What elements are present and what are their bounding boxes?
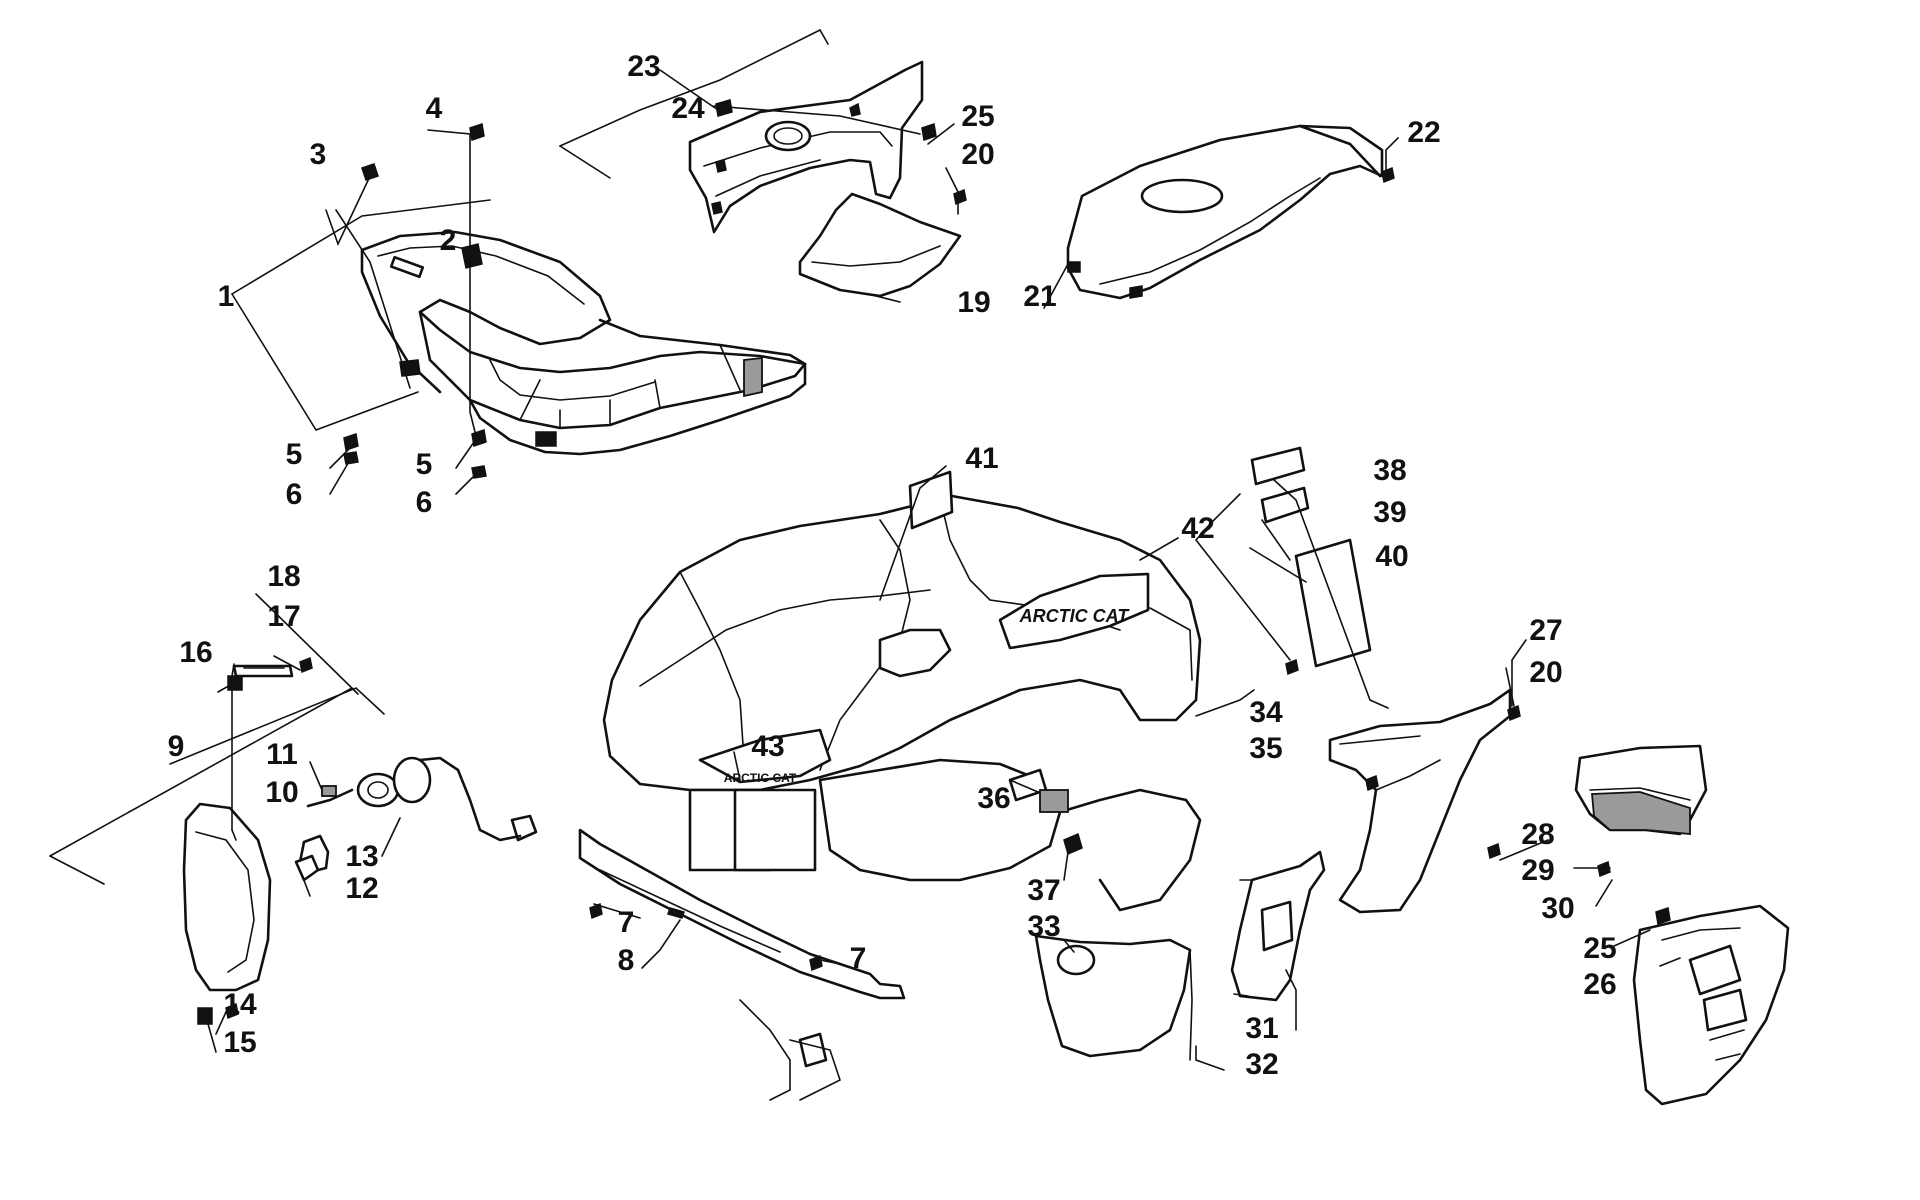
decal-40 bbox=[1294, 538, 1372, 668]
rear-fender bbox=[1066, 124, 1384, 300]
callout-22: 22 bbox=[1407, 116, 1440, 149]
callout-24: 24 bbox=[671, 92, 705, 125]
decal-sheets bbox=[908, 446, 1372, 668]
callout-2: 2 bbox=[440, 224, 457, 257]
callout-39: 39 bbox=[1373, 496, 1406, 529]
callout-9: 9 bbox=[168, 730, 185, 763]
callout-14: 14 bbox=[223, 988, 257, 1021]
callout-32: 32 bbox=[1245, 1048, 1278, 1081]
front-bumper-bar bbox=[578, 828, 906, 1101]
callout-12: 12 bbox=[345, 872, 378, 905]
decal-38 bbox=[1250, 446, 1306, 486]
callout-1: 1 bbox=[218, 280, 235, 313]
callout-37: 37 bbox=[1027, 874, 1060, 907]
callout-35: 35 bbox=[1249, 732, 1282, 765]
callout-3: 3 bbox=[310, 138, 327, 171]
callout-27: 27 bbox=[1529, 614, 1562, 647]
callout-23: 23 bbox=[627, 50, 660, 83]
leader-lines bbox=[49, 29, 1681, 1071]
callout-25-right: 25 bbox=[1583, 932, 1616, 965]
grille-badge-text: ARCTIC CAT bbox=[724, 771, 797, 785]
callout-15: 15 bbox=[223, 1026, 256, 1059]
callout-7-right: 7 bbox=[850, 942, 867, 975]
callout-10: 10 bbox=[265, 776, 298, 809]
callout-8: 8 bbox=[618, 944, 635, 977]
callout-29: 29 bbox=[1521, 854, 1554, 887]
callout-41: 41 bbox=[965, 442, 998, 475]
callout-5-right: 5 bbox=[416, 448, 433, 481]
fender-insert-panel bbox=[798, 192, 962, 298]
callout-19: 19 bbox=[957, 286, 990, 319]
callout-36: 36 bbox=[977, 782, 1010, 815]
callout-11: 11 bbox=[266, 738, 298, 771]
callout-25-top: 25 bbox=[961, 100, 994, 133]
callout-20-top: 20 bbox=[961, 138, 994, 171]
grille-right bbox=[733, 788, 817, 872]
callout-4: 4 bbox=[426, 92, 443, 125]
fasteners bbox=[225, 99, 1671, 1020]
callout-30: 30 bbox=[1541, 892, 1574, 925]
headlight-assembly bbox=[182, 664, 538, 1025]
side-cover-panel bbox=[1574, 744, 1708, 836]
callout-42: 42 bbox=[1181, 512, 1214, 545]
callout-18: 18 bbox=[267, 560, 300, 593]
footwell-panel bbox=[1632, 904, 1790, 1106]
callout-34: 34 bbox=[1249, 696, 1283, 729]
callout-31: 31 bbox=[1245, 1012, 1278, 1045]
callout-labels: 1 2 3 4 5 5 6 6 7 7 8 9 10 11 12 13 14 1… bbox=[168, 50, 1617, 1081]
callout-13: 13 bbox=[345, 840, 378, 873]
front-body-panel: ARCTIC CAT ARCTIC CAT bbox=[602, 494, 1202, 912]
decal-brand-text: ARCTIC CAT bbox=[1019, 606, 1131, 626]
callout-28: 28 bbox=[1521, 818, 1554, 851]
callout-26: 26 bbox=[1583, 968, 1616, 1001]
callout-6-left: 6 bbox=[286, 478, 303, 511]
callout-16: 16 bbox=[179, 636, 212, 669]
lower-splash-panel bbox=[1034, 934, 1193, 1061]
callout-33: 33 bbox=[1027, 910, 1060, 943]
callout-5-left: 5 bbox=[286, 438, 303, 471]
callout-6-right: 6 bbox=[416, 486, 433, 519]
callout-7-left: 7 bbox=[618, 906, 635, 939]
front-fender-left bbox=[688, 60, 924, 234]
right-side-panel bbox=[1328, 688, 1512, 914]
center-shield-bracket bbox=[1230, 850, 1326, 1002]
callout-21: 21 bbox=[1023, 280, 1056, 313]
callout-20-right: 20 bbox=[1529, 656, 1562, 689]
callout-40: 40 bbox=[1375, 540, 1408, 573]
callout-17: 17 bbox=[267, 600, 300, 633]
front-rack bbox=[360, 230, 807, 456]
callout-38: 38 bbox=[1373, 454, 1406, 487]
callout-43: 43 bbox=[751, 730, 784, 763]
decal-39 bbox=[1260, 486, 1310, 524]
